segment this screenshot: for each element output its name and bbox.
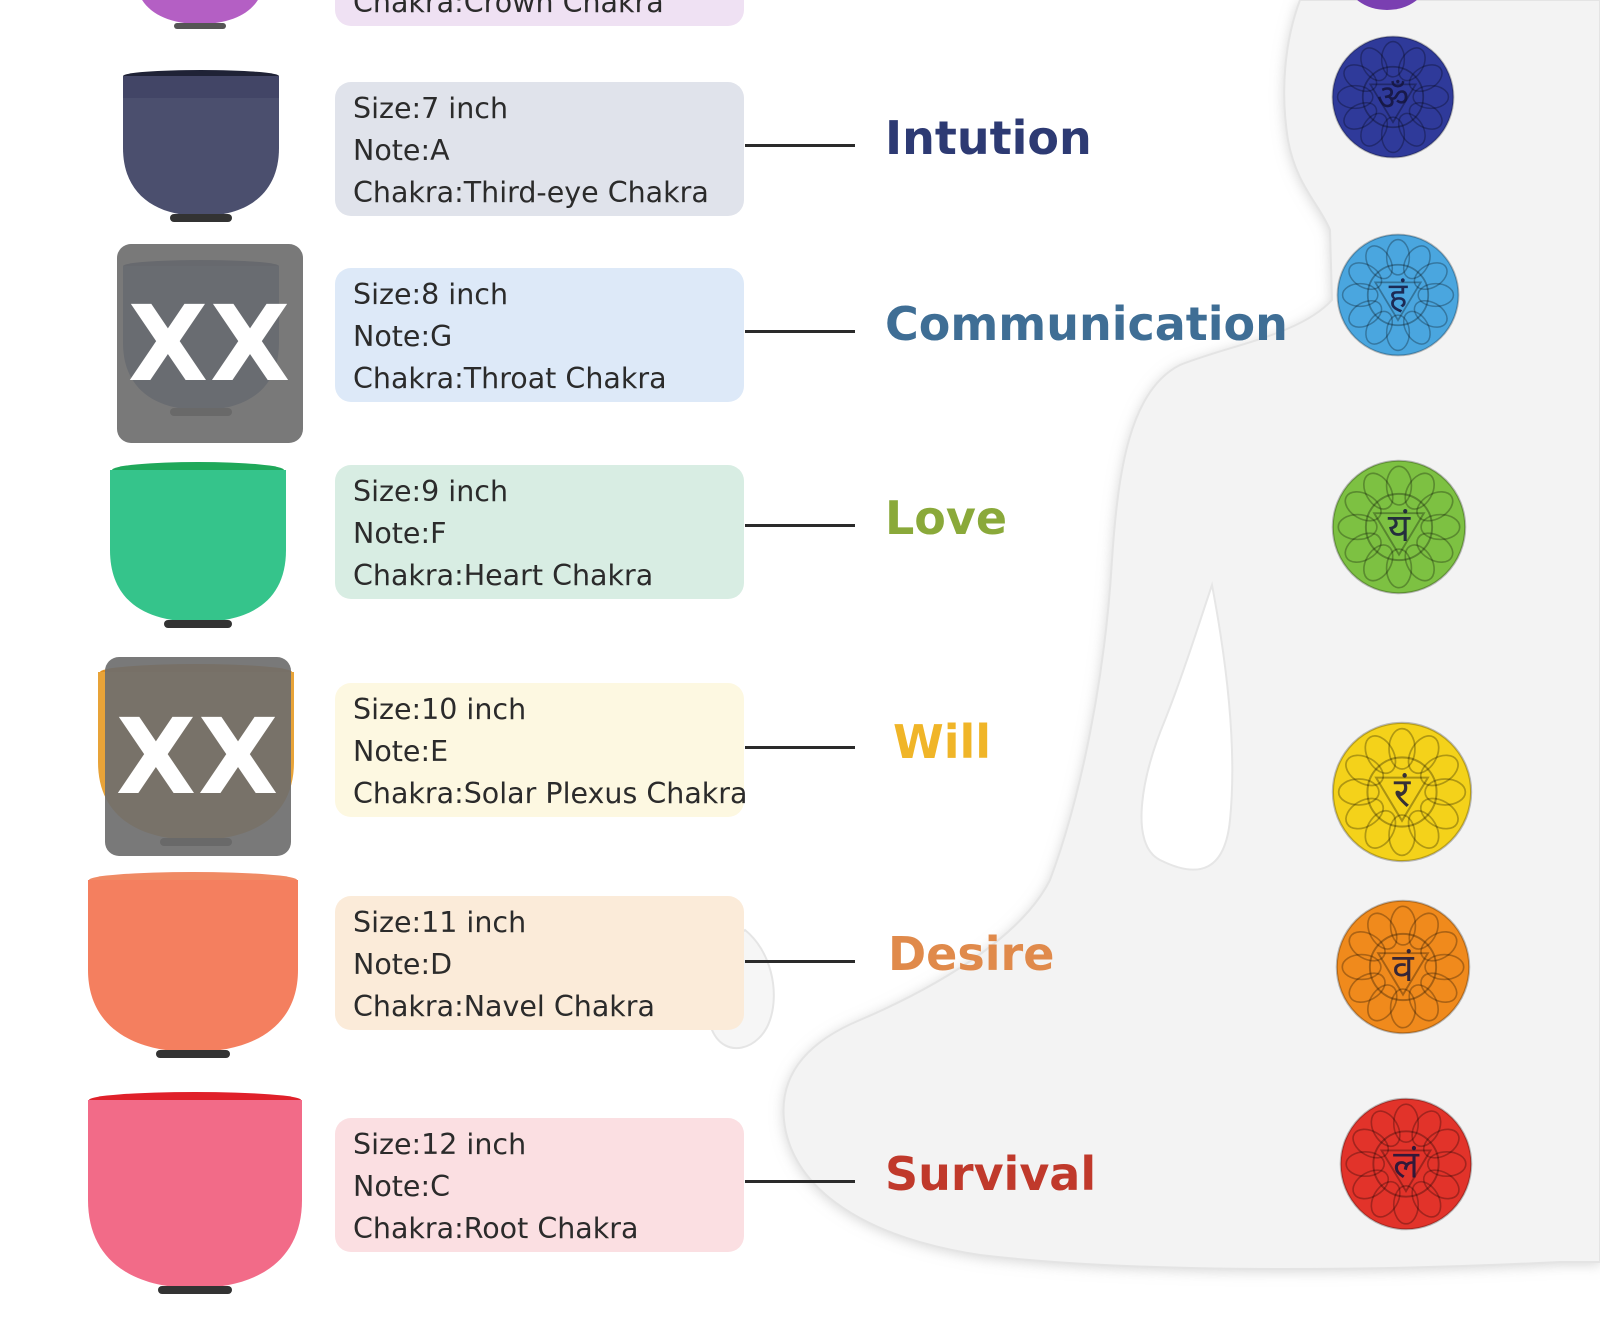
root-chakra-symbol-icon: लं: [1338, 1096, 1474, 1232]
heart-size-text: Size:9 inch: [353, 475, 509, 508]
navel-size-text: Size:11 inch: [353, 906, 527, 939]
solar-plexus-connector-line: [745, 746, 855, 749]
throat-note-text: Note:G: [353, 320, 453, 353]
throat-size-text: Size:8 inch: [353, 278, 509, 311]
solar-plexus-quality-label: Will: [893, 715, 992, 769]
third-eye-chakra-text: Chakra:Third-eye Chakra: [353, 176, 709, 209]
navel-chakra-symbol-icon: वं: [1334, 896, 1472, 1038]
heart-chakra-text: Chakra:Heart Chakra: [353, 559, 654, 592]
throat-chakra-glyph: हं: [1389, 276, 1409, 317]
crown-info-card: Chakra:Crown Chakra: [335, 0, 744, 26]
solar-plexus-info-card: Size:10 inch Note:E Chakra:Solar Plexus …: [335, 683, 748, 817]
root-info-card: Size:12 inch Note:C Chakra:Root Chakra: [335, 1118, 744, 1252]
third-eye-quality-label: Intution: [885, 111, 1092, 165]
throat-info-card: Size:8 inch Note:G Chakra:Throat Chakra: [335, 268, 744, 402]
root-connector-line: [745, 1180, 855, 1183]
root-chakra-text: Chakra:Root Chakra: [353, 1212, 639, 1245]
crown-chakra-text: Chakra:Crown Chakra: [353, 0, 664, 19]
heart-connector-line: [745, 524, 855, 527]
root-quality-label: Survival: [885, 1147, 1097, 1201]
heart-quality-label: Love: [885, 491, 1008, 545]
heart-chakra-glyph: यं: [1388, 506, 1411, 551]
throat-bowl-redaction-overlay: XX: [117, 244, 303, 443]
solar-plexus-chakra-symbol-icon: रं: [1330, 718, 1474, 866]
throat-chakra-text: Chakra:Throat Chakra: [353, 362, 667, 395]
third-eye-chakra-symbol-icon: ॐ: [1330, 34, 1456, 160]
throat-quality-label: Communication: [885, 297, 1288, 351]
root-size-text: Size:12 inch: [353, 1128, 527, 1161]
crown-bowl-image: [130, 0, 270, 32]
navel-connector-line: [745, 960, 855, 963]
heart-chakra-symbol-icon: यं: [1330, 456, 1468, 598]
navel-bowl-image: [84, 870, 302, 1062]
navel-quality-label: Desire: [888, 927, 1055, 981]
solar-plexus-chakra-glyph: रं: [1394, 769, 1412, 816]
solar-plexus-bowl-redaction-overlay: XX: [105, 657, 291, 856]
third-eye-chakra-glyph: ॐ: [1377, 78, 1409, 119]
third-eye-connector-line: [745, 144, 855, 147]
solar-plexus-note-text: Note:E: [353, 735, 449, 768]
third-eye-size-text: Size:7 inch: [353, 92, 509, 125]
crown-chakra-symbol-icon: [1345, 0, 1429, 12]
throat-connector-line: [745, 330, 855, 333]
third-eye-bowl-image: [118, 68, 284, 226]
navel-chakra-glyph: वं: [1392, 946, 1415, 991]
throat-chakra-symbol-icon: हं: [1335, 230, 1461, 360]
navel-info-card: Size:11 inch Note:D Chakra:Navel Chakra: [335, 896, 744, 1030]
third-eye-note-text: Note:A: [353, 134, 450, 167]
navel-chakra-text: Chakra:Navel Chakra: [353, 990, 655, 1023]
solar-plexus-chakra-text: Chakra:Solar Plexus Chakra: [353, 777, 748, 810]
navel-note-text: Note:D: [353, 948, 453, 981]
third-eye-info-card: Size:7 inch Note:A Chakra:Third-eye Chak…: [335, 82, 744, 216]
root-chakra-glyph: लं: [1393, 1143, 1420, 1187]
heart-info-card: Size:9 inch Note:F Chakra:Heart Chakra: [335, 465, 744, 599]
heart-bowl-image: [106, 460, 290, 632]
root-bowl-image: [84, 1090, 306, 1300]
solar-plexus-size-text: Size:10 inch: [353, 693, 527, 726]
root-note-text: Note:C: [353, 1170, 450, 1203]
heart-note-text: Note:F: [353, 517, 447, 550]
